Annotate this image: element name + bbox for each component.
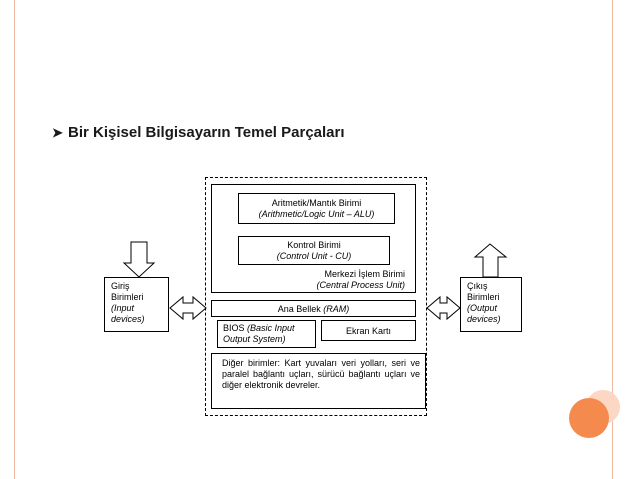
alu-box: Aritmetik/Mantık Birimi (Arithmetic/Logi… bbox=[238, 193, 395, 224]
input-label-tr-2: Birimleri bbox=[111, 292, 144, 302]
frame-line-left bbox=[14, 0, 15, 479]
bios-box: BIOS (Basic Input Output System) bbox=[217, 320, 316, 348]
gpu-box: Ekran Kartı bbox=[321, 320, 416, 341]
output-bidirectional-arrow-icon bbox=[426, 295, 461, 321]
cpu-label-en: (Central Process Unit) bbox=[316, 280, 405, 290]
cu-label-en: (Control Unit - CU) bbox=[276, 251, 352, 261]
slide-heading: ➤ Bir Kişisel Bilgisayarın Temel Parçalar… bbox=[52, 124, 345, 141]
cpu-label-tr: Merkezi İşlem Birimi bbox=[324, 269, 405, 279]
bios-label-en-1: (Basic Input bbox=[247, 323, 295, 333]
input-label-tr-1: Giriş bbox=[111, 281, 130, 291]
input-label-en-1: (Input bbox=[111, 303, 135, 313]
bios-label-en-2: Output System) bbox=[223, 334, 286, 344]
cu-box: Kontrol Birimi (Control Unit - CU) bbox=[238, 236, 390, 265]
output-label-en-2: devices) bbox=[467, 314, 501, 324]
input-label-en-2: devices) bbox=[111, 314, 145, 324]
output-label-en-1: (Output bbox=[467, 303, 498, 313]
cpu-label: Merkezi İşlem Birimi (Central Process Un… bbox=[316, 269, 405, 291]
accent-circle bbox=[569, 398, 609, 438]
output-devices-box: Çıkış Birimleri (Output devices) bbox=[460, 277, 522, 332]
frame-line-right bbox=[612, 0, 613, 479]
input-down-arrow-icon bbox=[122, 241, 156, 278]
motherboard-border bbox=[205, 177, 427, 416]
ram-box: Ana Bellek (RAM) bbox=[211, 300, 416, 317]
output-label-tr-2: Birimleri bbox=[467, 292, 500, 302]
input-bidirectional-arrow-icon bbox=[169, 295, 207, 321]
bios-label: BIOS bbox=[223, 323, 248, 333]
alu-label-tr: Aritmetik/Mantık Birimi bbox=[271, 198, 362, 208]
input-devices-box: Giriş Birimleri (Input devices) bbox=[104, 277, 169, 332]
other-units-box: Diğer birimler: Kart yuvaları veri yolla… bbox=[211, 353, 426, 409]
output-up-arrow-icon bbox=[473, 243, 508, 278]
output-label-tr-1: Çıkış bbox=[467, 281, 488, 291]
ram-label: Ana Bellek bbox=[277, 304, 324, 314]
gpu-label: Ekran Kartı bbox=[345, 326, 392, 336]
other-units-label: Diğer birimler: Kart yuvaları veri yolla… bbox=[222, 358, 420, 390]
ram-label-en: (RAM) bbox=[323, 304, 350, 314]
slide-heading-text: Bir Kişisel Bilgisayarın Temel Parçaları bbox=[68, 124, 345, 141]
arrow-bullet-icon: ➤ bbox=[52, 125, 63, 140]
cu-label-tr: Kontrol Birimi bbox=[287, 240, 341, 250]
alu-label-en: (Arithmetic/Logic Unit – ALU) bbox=[258, 209, 375, 219]
